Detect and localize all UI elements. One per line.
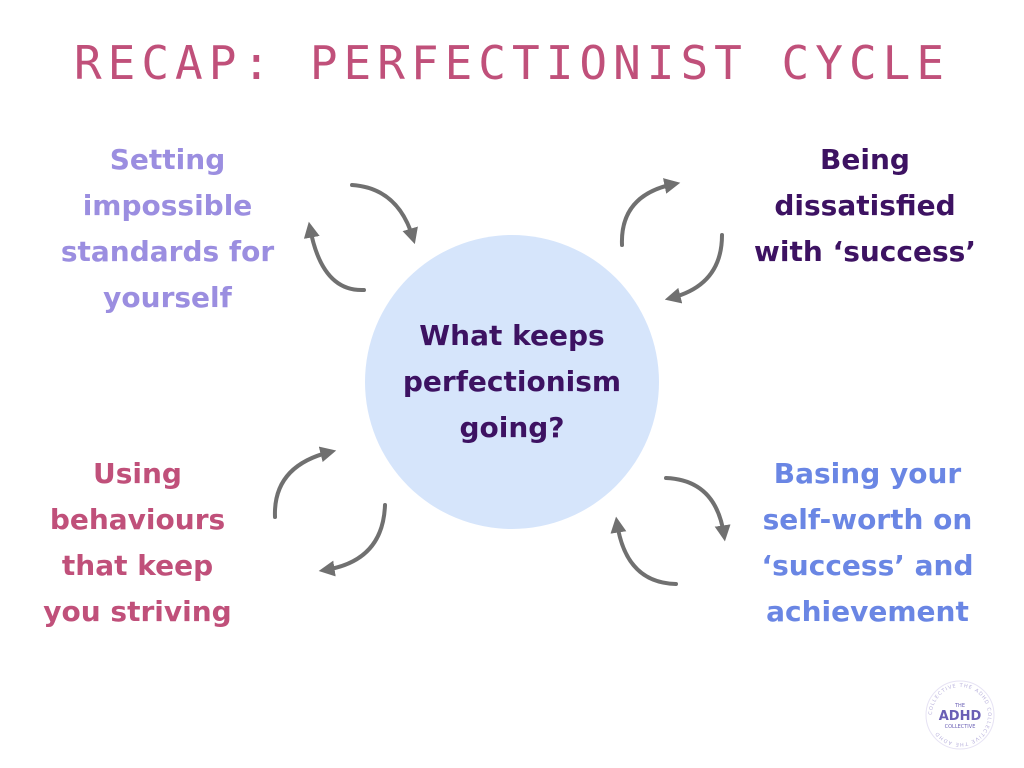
center-line: perfectionism — [402, 365, 622, 398]
center-line: going? — [459, 411, 565, 444]
curved-arrow-icon — [610, 516, 678, 586]
curved-arrow-icon — [350, 183, 418, 245]
curved-arrow-icon — [272, 446, 337, 519]
center-line: What keeps — [419, 319, 605, 352]
curved-arrow-icon — [664, 233, 724, 304]
logo-sub: COLLECTIVE — [945, 724, 976, 730]
curved-arrow-icon — [619, 178, 681, 247]
cycle-step-dissatisfied: Being dissatisfied with ‘success’ — [740, 137, 990, 275]
curved-arrow-icon — [303, 221, 366, 293]
step-line: behaviours — [49, 503, 226, 536]
cycle-step-self-worth: Basing your self-worth on ‘success’ and … — [740, 451, 995, 635]
adhd-collective-logo: COLLECTIVE THE ADHD COLLECTIVE THE ADHD … — [925, 680, 995, 750]
logo-name: ADHD — [939, 709, 982, 724]
step-line: achievement — [766, 595, 969, 628]
page-title: RECAP: PERFECTIONIST CYCLE — [73, 36, 951, 90]
cycle-step-striving-behaviours: Using behaviours that keep you striving — [10, 451, 265, 635]
curved-arrow-icon — [664, 476, 731, 542]
step-line: self-worth on — [762, 503, 973, 536]
logo-the: THE — [954, 703, 965, 709]
step-line: standards for — [60, 235, 275, 268]
curved-arrow-icon — [318, 503, 387, 577]
step-line: yourself — [103, 281, 232, 314]
step-line: Setting — [109, 143, 226, 176]
step-line: you striving — [43, 595, 232, 628]
step-line: Being — [820, 143, 910, 176]
center-circle: What keeps perfectionism going? — [365, 235, 659, 529]
step-line: dissatisfied — [774, 189, 956, 222]
step-line: ‘success’ and — [761, 549, 974, 582]
step-line: with ‘success’ — [754, 235, 976, 268]
cycle-step-impossible-standards: Setting impossible standards for yoursel… — [30, 137, 305, 321]
center-question: What keeps perfectionism going? — [403, 313, 621, 451]
step-line: impossible — [82, 189, 253, 222]
step-line: that keep — [61, 549, 214, 582]
step-line: Basing your — [773, 457, 962, 490]
step-line: Using — [93, 457, 182, 490]
